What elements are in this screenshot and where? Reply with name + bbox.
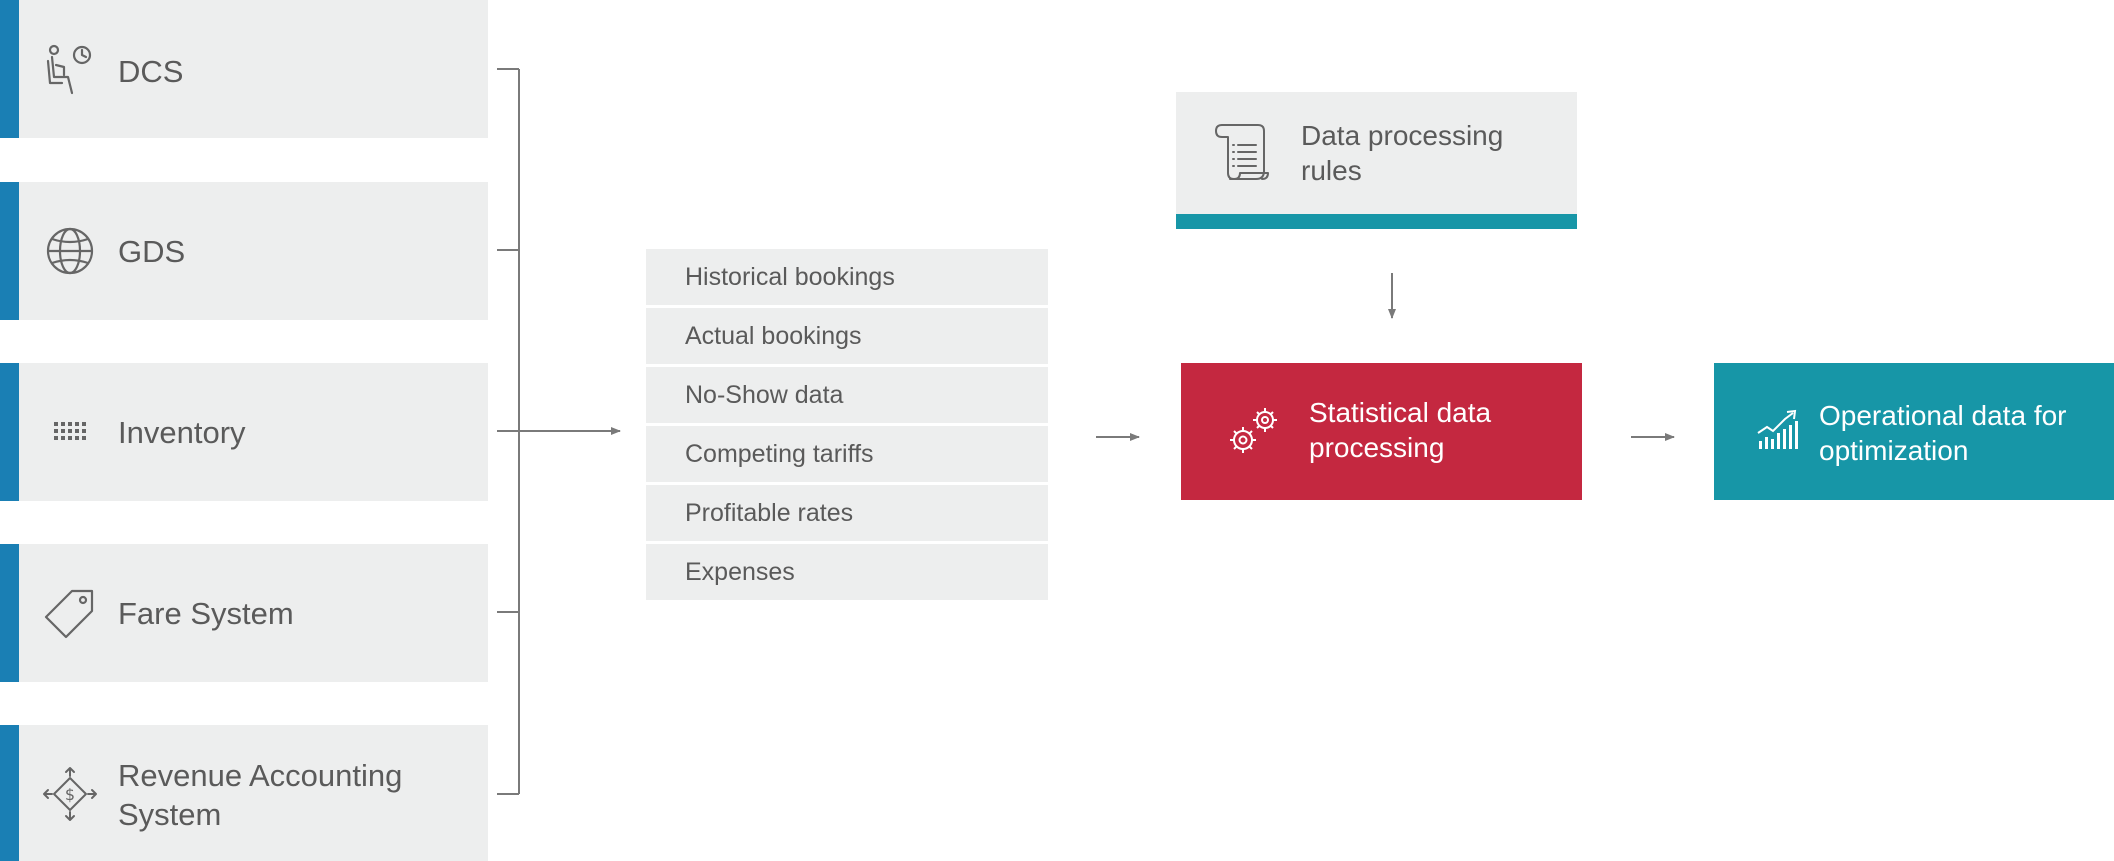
source-accent-bar <box>0 363 19 501</box>
rules-box: Data processing rules <box>1176 92 1577 229</box>
list-item: Actual bookings <box>646 308 1048 364</box>
rules-label: Data processing rules <box>1301 120 1504 186</box>
svg-text:$: $ <box>65 785 75 804</box>
source-inventory: Inventory <box>0 363 488 501</box>
statistical-label: Statistical data processing <box>1309 397 1492 463</box>
source-dcs: DCS <box>0 0 488 138</box>
source-accent-bar <box>0 182 19 320</box>
statistical-box: Statistical data processing <box>1181 363 1582 500</box>
source-gds: GDS <box>0 182 488 320</box>
source-label: DCS <box>118 54 184 89</box>
list-item: No-Show data <box>646 367 1048 423</box>
data-list: Historical bookings Actual bookings No-S… <box>646 249 1048 603</box>
operational-box: Operational data for optimization <box>1714 363 2114 500</box>
source-revenue-accounting: $ Revenue Accounting System <box>0 725 488 861</box>
globe-icon <box>46 227 94 275</box>
list-item: Expenses <box>646 544 1048 600</box>
seat-clock-icon <box>46 44 92 95</box>
list-item: Competing tariffs <box>646 426 1048 482</box>
dollar-arrows-icon: $ <box>43 767 97 821</box>
operational-label: Operational data for optimization <box>1819 400 2067 466</box>
grid-dots-icon <box>54 422 86 440</box>
gears-icon <box>1230 408 1277 453</box>
list-item: Profitable rates <box>646 485 1048 541</box>
source-accent-bar <box>0 725 19 861</box>
source-label: GDS <box>118 234 186 269</box>
source-label: Revenue Accounting System <box>118 758 403 832</box>
growth-chart-icon <box>1757 409 1798 449</box>
scroll-icon <box>1215 124 1269 180</box>
source-accent-bar <box>0 0 19 138</box>
source-label: Fare System <box>118 596 294 631</box>
price-tag-icon <box>44 589 94 639</box>
rules-teal-bar <box>1176 214 1577 229</box>
list-item: Historical bookings <box>646 249 1048 305</box>
source-accent-bar <box>0 544 19 682</box>
source-label: Inventory <box>118 415 246 450</box>
source-fare-system: Fare System <box>0 544 488 682</box>
